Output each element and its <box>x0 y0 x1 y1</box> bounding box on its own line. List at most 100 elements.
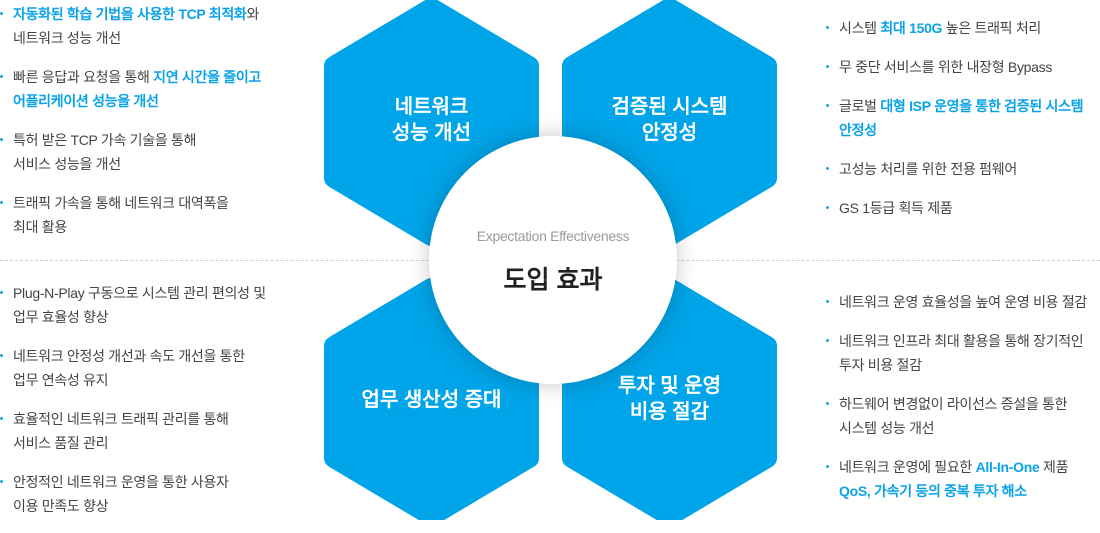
hex-label-line: 업무 생산성 증대 <box>361 389 502 411</box>
bullet-icon <box>826 26 829 29</box>
list-item-line: 시스템 성능 개선 <box>839 416 1087 440</box>
hex-label-line: 검증된 시스템 <box>611 96 728 118</box>
list-item-text: 와 <box>246 6 260 22</box>
list-item-text: 업무 연속성 유지 <box>13 372 109 388</box>
bullet-icon <box>0 417 3 420</box>
hex-label-system-stability: 검증된 시스템 안정성 <box>562 94 777 146</box>
highlighted-text: 안정성 <box>839 122 877 138</box>
list-item-line: 업무 효율성 향상 <box>13 305 266 329</box>
bullet-icon <box>826 65 829 68</box>
bullet-icon <box>826 339 829 342</box>
list-item-text: 무 중단 서비스를 위한 내장형 Bypass <box>839 59 1053 75</box>
list-item-text: 네트워크 안정성 개선과 속도 개선을 통한 <box>13 348 245 364</box>
list-item-line: 서비스 품질 관리 <box>13 431 266 455</box>
list-item-text: 투자 비용 절감 <box>839 357 922 373</box>
list-item-line: 최대 활용 <box>13 215 261 239</box>
list-item-line: 안정성 <box>839 118 1083 142</box>
hex-label-line: 네트워크 <box>394 96 469 118</box>
list-item-text: 안정적인 네트워크 운영을 통한 사용자 <box>13 474 229 490</box>
list-item-line: 효율적인 네트워크 트래픽 관리를 통해 <box>13 407 266 431</box>
hex-label-network-performance: 네트워크 성능 개선 <box>324 94 539 146</box>
list-item-line: 네트워크 인프라 최대 활용을 통해 장기적인 <box>839 329 1087 353</box>
list-item-line: 특허 받은 TCP 가속 기술을 통해 <box>13 128 261 152</box>
list-item-line: 네트워크 성능 개선 <box>13 26 261 50</box>
list-item-line: 빠른 응답과 요청을 통해 지연 시간을 줄이고 <box>13 65 261 89</box>
list-item-text: 시스템 성능 개선 <box>839 420 935 436</box>
list-item-line: 자동화된 학습 기법을 사용한 TCP 최적화와 <box>13 2 261 26</box>
list-item-line: 이용 만족도 향상 <box>13 494 266 518</box>
bullet-icon <box>0 75 3 78</box>
list-item-text: 트래픽 가속을 통해 네트워크 대역폭을 <box>13 195 229 211</box>
list-item-line: 서비스 성능을 개선 <box>13 152 261 176</box>
list-item-text: 네트워크 운영에 필요한 <box>839 459 976 475</box>
list-item-line: 네트워크 운영 효율성을 높여 운영 비용 절감 <box>839 290 1087 314</box>
list-item-line: 안정적인 네트워크 운영을 통한 사용자 <box>13 470 266 494</box>
highlighted-text: 대형 ISP 운영을 통한 검증된 시스템 <box>880 98 1084 114</box>
bullet-icon <box>0 12 3 15</box>
bullet-icon <box>0 354 3 357</box>
list-item-text: Plug-N-Play 구동으로 시스템 관리 편의성 및 <box>13 285 266 301</box>
list-item-line: 업무 연속성 유지 <box>13 368 266 392</box>
list-item-text: 하드웨어 변경없이 라이선스 증설을 통한 <box>839 396 1068 412</box>
bullet-icon <box>0 201 3 204</box>
highlighted-text: 최대 150G <box>880 20 943 36</box>
list-item-line: Plug-N-Play 구동으로 시스템 관리 편의성 및 <box>13 281 266 305</box>
bullet-icon <box>826 167 829 170</box>
list-item-line: QoS, 가속기 등의 중복 투자 해소 <box>839 479 1087 503</box>
hex-label-productivity: 업무 생산성 증대 <box>324 387 539 413</box>
hex-label-line: 투자 및 운영 <box>617 375 722 397</box>
highlighted-text: 어플리케이션 성능을 개선 <box>13 93 159 109</box>
hex-label-line: 성능 개선 <box>391 122 472 144</box>
highlighted-text: 지연 시간을 줄이고 <box>153 69 261 85</box>
list-item-line: GS 1등급 획득 제품 <box>839 196 1083 220</box>
bullet-icon <box>826 104 829 107</box>
list-item-line: 어플리케이션 성능을 개선 <box>13 89 261 113</box>
hex-label-line: 안정성 <box>641 122 698 144</box>
list-item-line: 네트워크 운영에 필요한 All-In-One 제품 <box>839 455 1087 479</box>
list-item-text: 빠른 응답과 요청을 통해 <box>13 69 154 85</box>
list-item: 무 중단 서비스를 위한 내장형 Bypass <box>826 55 1083 79</box>
list-item: GS 1등급 획득 제품 <box>826 196 1083 220</box>
hex-label-line: 비용 절감 <box>629 401 710 423</box>
highlighted-text: QoS, 가속기 등의 중복 투자 해소 <box>839 483 1027 499</box>
list-item-line: 투자 비용 절감 <box>839 353 1087 377</box>
list-item-text: 네트워크 인프라 최대 활용을 통해 장기적인 <box>839 333 1084 349</box>
list-item-text: 시스템 <box>839 20 881 36</box>
list-item: 시스템 최대 150G 높은 트래픽 처리 <box>826 16 1083 40</box>
list-item-text: 네트워크 성능 개선 <box>13 30 121 46</box>
list-item-line: 하드웨어 변경없이 라이선스 증설을 통한 <box>839 392 1087 416</box>
list-item-line: 시스템 최대 150G 높은 트래픽 처리 <box>839 16 1083 40</box>
bullet-icon <box>0 291 3 294</box>
highlighted-text: All-In-One <box>975 459 1040 475</box>
bullet-icon <box>826 206 829 209</box>
center-subtitle: Expectation Effectiveness <box>476 228 630 244</box>
list-item-line: 네트워크 안정성 개선과 속도 개선을 통한 <box>13 344 266 368</box>
list-item-line: 고성능 처리를 위한 전용 펌웨어 <box>839 157 1083 181</box>
list-item: 네트워크 운영에 필요한 All-In-One 제품 QoS, 가속기 등의 중복… <box>826 455 1087 503</box>
list-item-text: 높은 트래픽 처리 <box>942 20 1042 36</box>
hex-label-cost-reduction: 투자 및 운영 비용 절감 <box>562 373 777 425</box>
list-item-line: 무 중단 서비스를 위한 내장형 Bypass <box>839 55 1083 79</box>
list-item-text: 제품 <box>1039 459 1069 475</box>
bullet-icon <box>826 300 829 303</box>
list-item-line: 트래픽 가속을 통해 네트워크 대역폭을 <box>13 191 261 215</box>
list-item-text: 업무 효율성 향상 <box>13 309 109 325</box>
list-item-text: GS 1등급 획득 제품 <box>839 200 953 216</box>
highlighted-text: 자동화된 학습 기법을 사용한 TCP 최적화 <box>13 6 247 22</box>
list-item-text: 고성능 처리를 위한 전용 펌웨어 <box>839 161 1017 177</box>
list-item-text: 네트워크 운영 효율성을 높여 운영 비용 절감 <box>839 294 1087 310</box>
list-item-text: 글로벌 <box>839 98 881 114</box>
list-item-line: 글로벌 대형 ISP 운영을 통한 검증된 시스템 <box>839 94 1084 118</box>
bullet-icon <box>0 138 3 141</box>
